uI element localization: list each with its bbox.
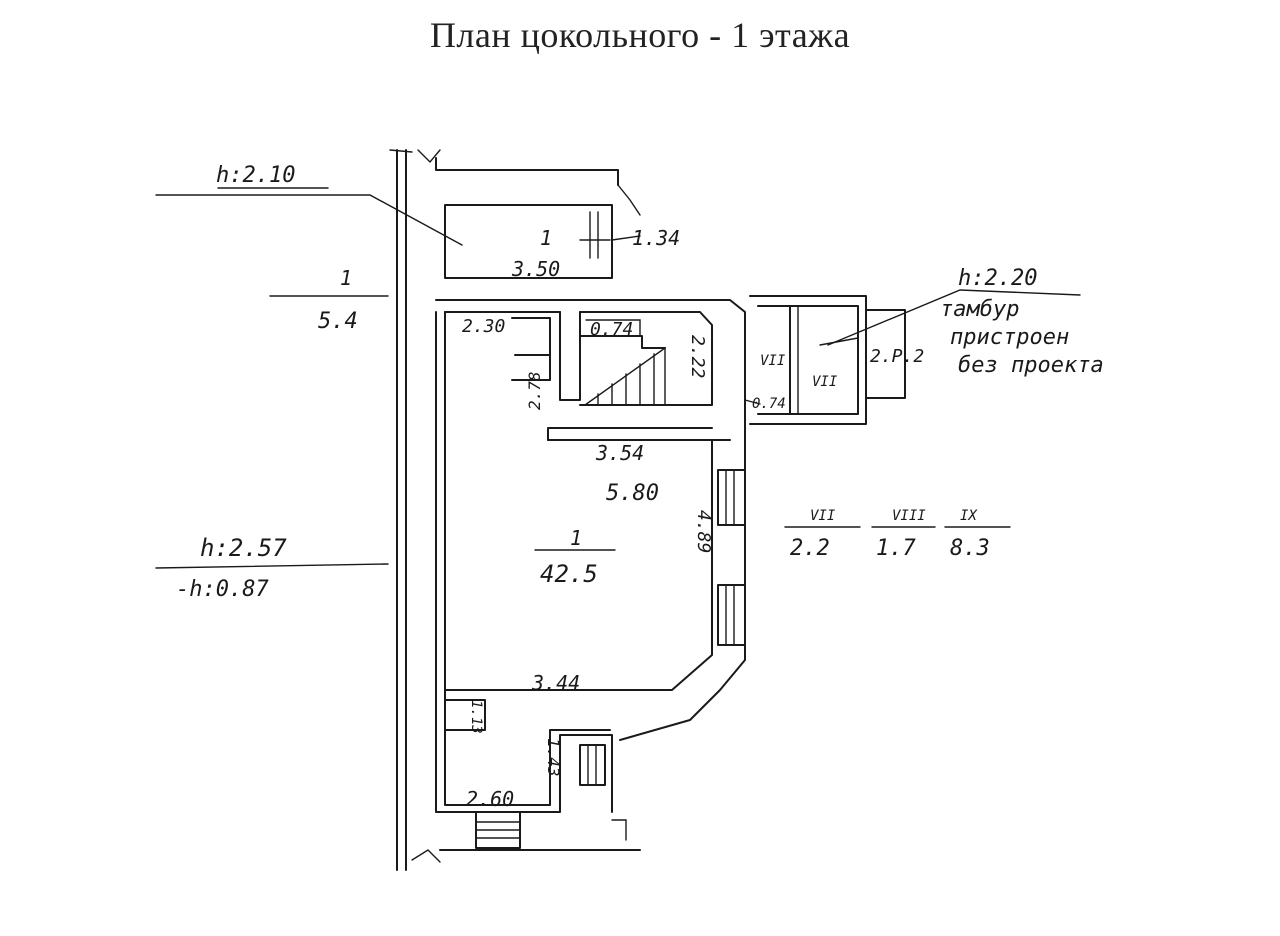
dim-1-43: 1.43 [544,738,563,777]
dim-2-30: 2.30 [462,316,505,337]
vestibule-side: 2.P.2 [870,346,924,367]
expl-numeral-viii: VIII [892,508,926,524]
vestibule-label-top: VII [760,353,786,369]
vestibule-small: 0.74 [752,396,786,412]
note-line-3: без проекта [958,353,1104,378]
stair-block [511,311,713,406]
expl-value-vii: 2.2 [790,536,830,561]
leader-lines [155,187,1081,569]
dim-5-80: 5.80 [606,481,659,506]
facade-wall [389,149,441,871]
main-room-number: 1 [570,526,582,550]
height-right-top: h:2.20 [958,266,1037,291]
dim-3-44: 3.44 [531,671,580,695]
dim-2-78: 2.78 [525,371,544,410]
expl-value-viii: 1.7 [876,536,916,561]
dim-1-13: 1.13 [468,700,484,734]
room-top-number: 1 [540,226,552,250]
main-room-area: 42.5 [540,560,598,588]
dim-2-60: 2.60 [466,787,514,811]
note-line-1: тамбур [940,297,1019,322]
note-line-2: пристроен [950,325,1069,350]
dim-3-54: 3.54 [595,441,644,465]
expl-numeral-ix: IX [960,508,978,524]
main-hall [435,299,746,813]
dim-top-side: 1.34 [632,226,680,250]
vestibule [749,295,906,425]
dim-4-89: 4.89 [693,510,714,553]
dim-0-74: 0.74 [590,319,633,340]
expl-numeral-vii: VII [810,508,836,524]
height-left-top: h:2.10 [216,163,295,188]
dim-2-22: 2.22 [687,335,708,378]
vestibule-label-area: VII [812,374,838,390]
outside-fraction-top: 1 [340,266,352,290]
height-left-mid: h:2.57 [200,534,287,562]
expl-value-ix: 8.3 [950,536,990,561]
dim-top-width: 3.50 [511,257,560,281]
entrance-steps [439,811,641,851]
outside-fraction-bottom: 5.4 [318,309,358,334]
windows-right [579,469,746,786]
page-title: План цокольного - 1 этажа [429,15,851,55]
top-small-room [435,157,641,279]
height-left-mid-low: -h:0.87 [176,577,269,602]
